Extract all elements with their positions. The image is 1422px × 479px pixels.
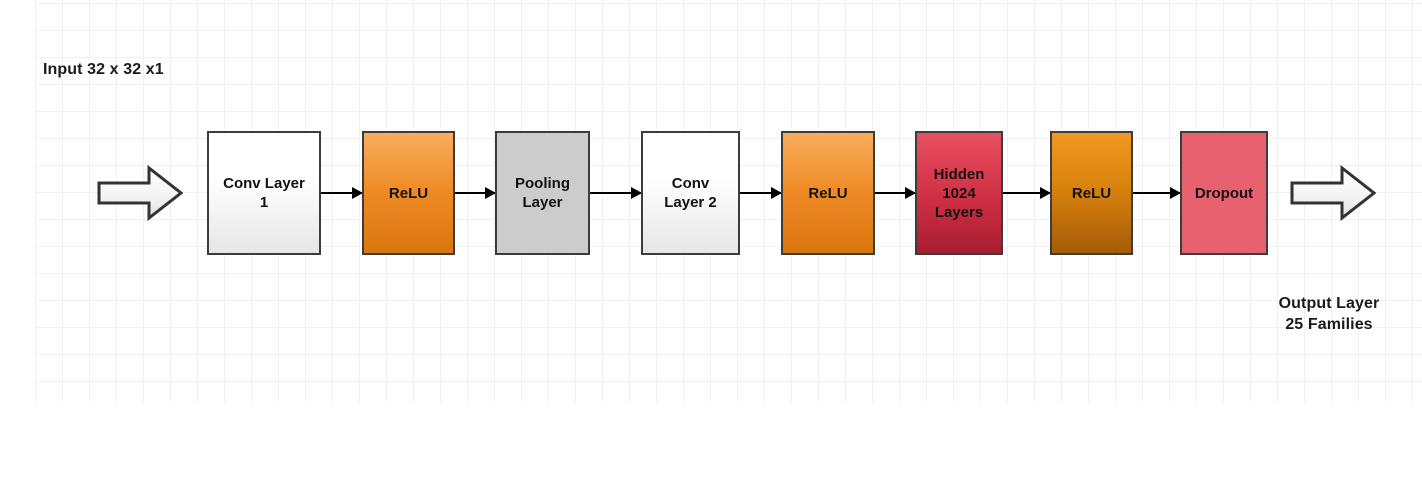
input-label: Input 32 x 32 x1 (43, 61, 164, 78)
output-label: Output Layer 25 Families (1278, 295, 1380, 333)
node-conv-layer-1[interactable]: Conv Layer 1 (207, 131, 321, 255)
node-relu-1[interactable]: ReLU (362, 131, 455, 255)
node-hidden-1024-layers[interactable]: Hidden 1024 Layers (915, 131, 1003, 255)
connector-hidden-relu3 (1003, 187, 1051, 199)
node-pooling-layer[interactable]: Pooling Layer (495, 131, 590, 255)
connector-conv1-relu1 (321, 187, 363, 199)
connector-relu2-hidden (875, 187, 916, 199)
output-block-arrow (1290, 165, 1376, 221)
connector-conv2-relu2 (740, 187, 782, 199)
connector-relu3-dropout (1133, 187, 1181, 199)
node-dropout[interactable]: Dropout (1180, 131, 1268, 255)
node-relu-3[interactable]: ReLU (1050, 131, 1133, 255)
connector-relu1-pooling (455, 187, 496, 199)
node-conv-layer-2[interactable]: Conv Layer 2 (641, 131, 740, 255)
node-relu-2[interactable]: ReLU (781, 131, 875, 255)
input-block-arrow (97, 165, 183, 221)
connector-pooling-conv2 (590, 187, 642, 199)
